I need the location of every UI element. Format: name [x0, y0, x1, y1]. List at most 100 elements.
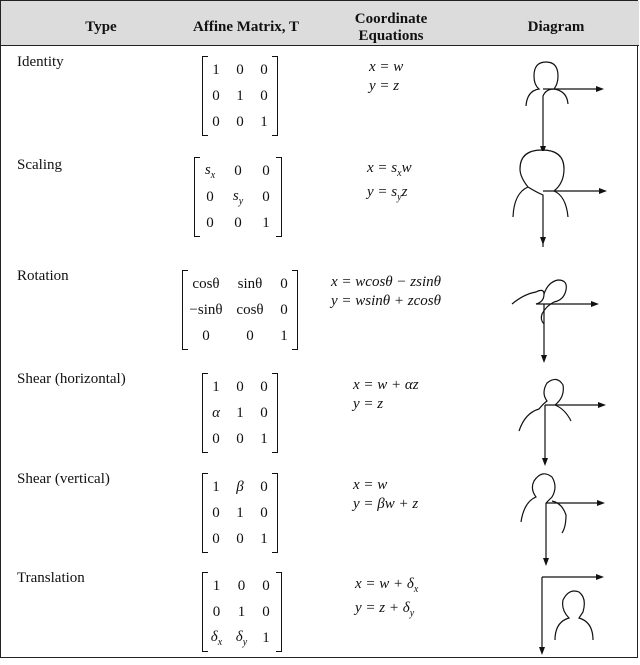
figure-outline-head: [540, 279, 567, 325]
figure-outline-right: [553, 88, 569, 105]
figure-outline-left: [512, 186, 529, 218]
figure-outline: [525, 61, 559, 151]
equation-y: y = z: [353, 396, 384, 412]
matrix-cell: 0: [202, 327, 210, 344]
axis-w-arrow: [599, 188, 607, 194]
coordinate-equations: x = sxw y = syz: [367, 159, 412, 207]
row-type: Translation: [17, 570, 85, 586]
row-type: Scaling: [17, 157, 62, 173]
matrix-left-bracket: [182, 270, 188, 350]
matrix-cell: sx: [204, 161, 216, 181]
matrix-cell: 0: [260, 61, 268, 78]
equation-x: x = w: [369, 59, 404, 75]
matrix-cell: 0: [236, 430, 244, 447]
header-equations-line2: Equations: [358, 28, 424, 44]
matrix-left-bracket: [202, 56, 208, 136]
matrix-cell: 1: [212, 378, 220, 395]
figure-outline: [519, 149, 569, 247]
coordinate-equations: x = w y = βw + z: [353, 476, 418, 514]
equation-y: y = βw + z: [353, 496, 419, 512]
matrix-left-bracket: [202, 473, 208, 553]
matrix-right-bracket: [292, 270, 298, 350]
matrix-left-bracket: [202, 373, 208, 453]
matrix-cell: 0: [236, 113, 244, 130]
row-type: Shear (horizontal): [17, 371, 126, 387]
header-diagram: Diagram: [527, 19, 585, 35]
matrix-cell: 0: [206, 188, 214, 205]
axis-z-arrow: [542, 458, 548, 466]
matrix-cell: 1: [212, 577, 221, 594]
figure-outline: [554, 590, 594, 641]
equation-y: y = syz: [367, 184, 408, 203]
matrix-cell: 0: [236, 61, 244, 78]
equation-x: x = wcosθ − zsinθ: [331, 274, 441, 290]
coordinate-equations: x = w + δx y = z + δy: [355, 575, 418, 623]
matrix-cell: 0: [262, 188, 270, 205]
matrix-cell: 0: [262, 162, 270, 179]
header-equations-line1: Coordinate: [354, 11, 428, 27]
header-matrix: Affine Matrix, T: [193, 19, 299, 35]
matrix-cell: 0: [212, 603, 221, 620]
row-type: Rotation: [17, 268, 69, 284]
matrix-cell: δx: [210, 628, 223, 648]
matrix-cell: 1: [262, 629, 270, 646]
matrix-cell: 0: [262, 577, 270, 594]
figure-outline: [520, 473, 556, 523]
identity-diagram: [525, 61, 604, 151]
matrix-right-bracket: [276, 157, 282, 237]
matrix-cell: 0: [260, 478, 268, 495]
axis-w-arrow: [596, 574, 604, 580]
matrix-cell: 1: [237, 603, 246, 620]
matrix-cell: sinθ: [237, 275, 263, 292]
figure-outline-right: [551, 500, 567, 534]
matrix-cell: 0: [246, 327, 254, 344]
coordinate-equations: x = w + αz y = z: [353, 376, 419, 414]
equation-y: y = z + δy: [355, 600, 415, 619]
matrix-cell: 0: [236, 530, 244, 547]
matrix-left-bracket: [194, 157, 200, 237]
shear-horizontal-diagram: [518, 378, 606, 466]
matrix-cell: 1: [236, 87, 244, 104]
axis-w-arrow: [597, 500, 605, 506]
coordinate-equations: x = wcosθ − zsinθ y = wsinθ + zcosθ: [331, 273, 441, 311]
matrix-cell: 0: [212, 113, 220, 130]
axis-w-arrow: [598, 402, 606, 408]
equation-x: x = sxw: [367, 160, 412, 179]
header-type: Type: [85, 19, 117, 35]
translation-diagram: [539, 574, 604, 655]
header-equations: Coordinate Equations: [331, 11, 451, 45]
row-type: Shear (vertical): [17, 471, 110, 487]
equation-x: x = w: [353, 477, 388, 493]
equation-y: y = z: [369, 78, 400, 94]
equation-y: y = wsinθ + zcosθ: [331, 293, 441, 309]
axis-w-arrow: [591, 301, 599, 307]
shear-vertical-diagram: [520, 473, 605, 566]
matrix-cell: 1: [236, 404, 244, 421]
matrix-cell: 1: [236, 504, 244, 521]
matrix-right-bracket: [276, 572, 282, 652]
matrix-cell: 1: [262, 214, 270, 231]
matrix-cell: 0: [212, 504, 220, 521]
row-type: Identity: [17, 54, 64, 70]
matrix-cell: α: [212, 404, 220, 421]
axis-z-arrow: [541, 355, 547, 363]
matrix-cell: 0: [212, 530, 220, 547]
equation-x: x = w + δx: [355, 576, 419, 595]
matrix-cell: δy: [235, 628, 248, 648]
coordinate-equations: x = w y = z: [369, 58, 403, 96]
matrix-cell: 0: [260, 87, 268, 104]
matrix-cell: 0: [212, 430, 220, 447]
scaling-diagram: [512, 149, 607, 247]
matrix-cell: 1: [212, 61, 220, 78]
matrix-cell: 0: [260, 378, 268, 395]
